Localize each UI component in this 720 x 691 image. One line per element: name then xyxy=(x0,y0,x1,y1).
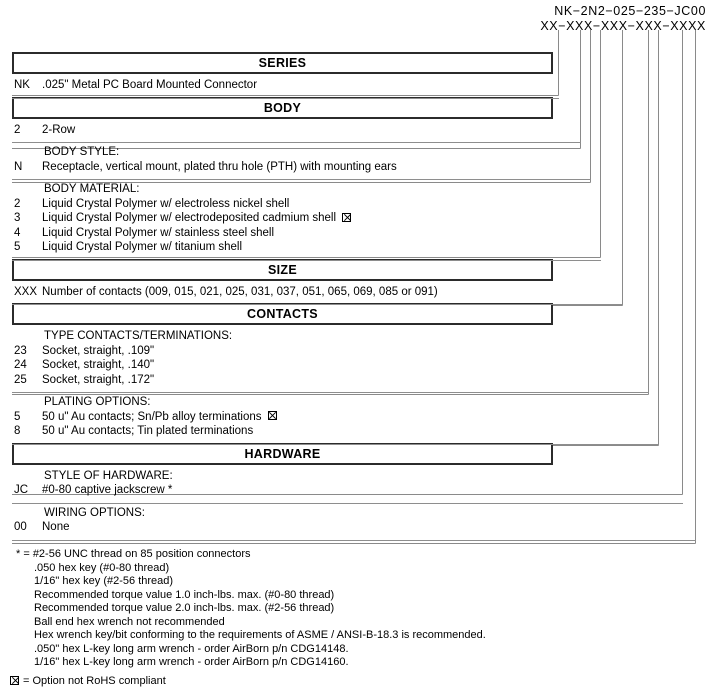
option-code: 5 xyxy=(14,241,21,253)
part-number-example: NK−2N2−025−235−JC00 xyxy=(554,4,706,18)
group-divider xyxy=(12,303,623,305)
option-description: Liquid Crystal Polymer w/ electrodeposit… xyxy=(42,212,337,224)
section-header: SERIES xyxy=(12,52,553,74)
footnote-line: Ball end hex wrench not recommended xyxy=(34,615,225,628)
option-description: .025" Metal PC Board Mounted Connector xyxy=(42,79,258,91)
option-row: 2 2-Row xyxy=(12,123,553,138)
section-header: CONTACTS xyxy=(12,303,553,325)
option-row: 00 None xyxy=(12,520,553,535)
footnote-line: * = #2-56 UNC thread on 85 position conn… xyxy=(16,548,251,560)
footnote-line: Recommended torque value 2.0 inch-lbs. m… xyxy=(34,602,335,614)
option-row: 24 Socket, straight, .140" xyxy=(12,358,553,373)
option-row: 23 Socket, straight, .109" xyxy=(12,344,553,359)
footnote-line: 1/16" hex key (#2-56 thread) xyxy=(34,575,174,587)
option-code: NK xyxy=(14,79,30,91)
option-row: 25 Socket, straight, .172" xyxy=(12,373,553,388)
option-description: #0-80 captive jackscrew * xyxy=(42,484,173,496)
option-row: JC #0-80 captive jackscrew * xyxy=(12,483,553,498)
option-code: 2 xyxy=(14,197,21,210)
option-group-label: STYLE OF HARDWARE: xyxy=(44,469,173,482)
option-description: Liquid Crystal Polymer w/ stainless stee… xyxy=(42,226,275,239)
group-divider xyxy=(12,391,649,393)
section-header: BODY xyxy=(12,96,553,119)
option-description: None xyxy=(42,521,70,533)
rohs-legend-text: = Option not RoHS compliant xyxy=(23,675,166,687)
rohs-not-compliant-icon xyxy=(267,411,277,421)
option-row: N Receptacle, vertical mount, plated thru… xyxy=(12,160,553,175)
option-description: Number of contacts (009, 015, 021, 025, … xyxy=(42,285,438,298)
option-group-label: BODY MATERIAL: xyxy=(44,183,140,195)
group-divider xyxy=(12,141,581,143)
option-description: 50 u" Au contacts; Sn/Pb alloy terminati… xyxy=(42,410,262,423)
part-number-mask: XX−XXX−XXX−XXX−XXXX xyxy=(540,19,706,33)
option-code: 23 xyxy=(14,344,27,357)
option-code: 25 xyxy=(14,373,27,386)
option-row: 3 Liquid Crystal Polymer w/ electrodeposi… xyxy=(12,211,553,226)
option-row: 4 Liquid Crystal Polymer w/ stainless ste… xyxy=(12,226,553,241)
option-code: JC xyxy=(14,484,29,496)
option-code: N xyxy=(14,160,23,173)
group-divider xyxy=(12,259,601,261)
option-description: Liquid Crystal Polymer w/ titanium shell xyxy=(42,241,243,253)
option-description: 2-Row xyxy=(42,123,76,136)
option-code: 8 xyxy=(14,425,21,437)
part-number-header: NK−2N2−025−235−JC00 XX−XXX−XXX−XXX−XXXX xyxy=(0,4,706,34)
option-code: 4 xyxy=(14,226,21,239)
option-group: PLATING OPTIONS: 5 50 u" Au contacts; Sn/P… xyxy=(12,391,553,443)
footnote-line: Recommended torque value 1.0 inch-lbs. m… xyxy=(34,588,335,601)
option-code: 3 xyxy=(14,212,21,224)
rohs-not-compliant-icon xyxy=(10,676,19,686)
option-group-label: WIRING OPTIONS: xyxy=(44,506,145,519)
option-description: Liquid Crystal Polymer w/ electroless ni… xyxy=(42,197,290,210)
section-header: SIZE xyxy=(12,258,553,281)
group-divider xyxy=(12,97,559,99)
option-description: 50 u" Au contacts; Tin plated terminatio… xyxy=(42,425,254,437)
group-divider xyxy=(12,178,591,180)
section-header: HARDWARE xyxy=(12,442,553,465)
footnote-line: Hex wrench key/bit conforming to the req… xyxy=(34,629,486,641)
option-description: Socket, straight, .109" xyxy=(42,344,155,357)
option-group: 2 2-Row xyxy=(12,119,553,142)
rohs-legend: = Option not RoHS compliant xyxy=(10,675,166,688)
option-row: XXX Number of contacts (009, 015, 021, 02… xyxy=(12,285,553,300)
option-code: 00 xyxy=(14,521,27,533)
group-divider xyxy=(12,443,659,445)
option-group: STYLE OF HARDWARE: JC #0-80 captive jacksc… xyxy=(12,465,553,502)
option-group-label: BODY STYLE: xyxy=(44,146,120,158)
rohs-not-compliant-icon xyxy=(342,212,352,222)
option-group: XXX Number of contacts (009, 015, 021, 02… xyxy=(12,281,553,304)
option-group: WIRING OPTIONS: 00 None xyxy=(12,502,553,539)
footnote-line: .050" hex L-key long arm wrench - order … xyxy=(34,642,349,655)
footnote-line: 1/16" hex L-key long arm wrench - order … xyxy=(34,656,349,668)
option-description: Socket, straight, .172" xyxy=(42,373,155,386)
option-group: BODY STYLE: N Receptacle, vertical mount, … xyxy=(12,141,553,178)
option-code: XXX xyxy=(14,285,38,298)
option-description: Socket, straight, .140" xyxy=(42,359,155,371)
option-code: 24 xyxy=(14,359,27,371)
group-divider xyxy=(12,539,696,541)
option-row: 2 Liquid Crystal Polymer w/ electroless n… xyxy=(12,197,553,212)
option-group-label: TYPE CONTACTS/TERMINATIONS: xyxy=(44,330,233,342)
option-code: 5 xyxy=(14,410,21,423)
option-group: NK .025" Metal PC Board Mounted Connector xyxy=(12,74,553,97)
footnote-line: .050 hex key (#0-80 thread) xyxy=(34,561,170,574)
option-code: 2 xyxy=(14,123,21,136)
selection-guide-column: SERIES NK .025" Metal PC Board Mounted Con… xyxy=(12,52,553,539)
group-divider xyxy=(12,502,683,504)
footnotes-block: * = #2-56 UNC thread on 85 position conn… xyxy=(16,548,616,670)
option-row: 5 Liquid Crystal Polymer w/ titanium shel… xyxy=(12,240,553,255)
option-row: 5 50 u" Au contacts; Sn/Pb alloy terminat… xyxy=(12,410,553,425)
option-description: Receptacle, vertical mount, plated thru … xyxy=(42,160,397,173)
option-row: 8 50 u" Au contacts; Tin plated terminati… xyxy=(12,424,553,439)
option-row: NK .025" Metal PC Board Mounted Connector xyxy=(12,78,553,93)
option-group-label: PLATING OPTIONS: xyxy=(44,396,151,408)
